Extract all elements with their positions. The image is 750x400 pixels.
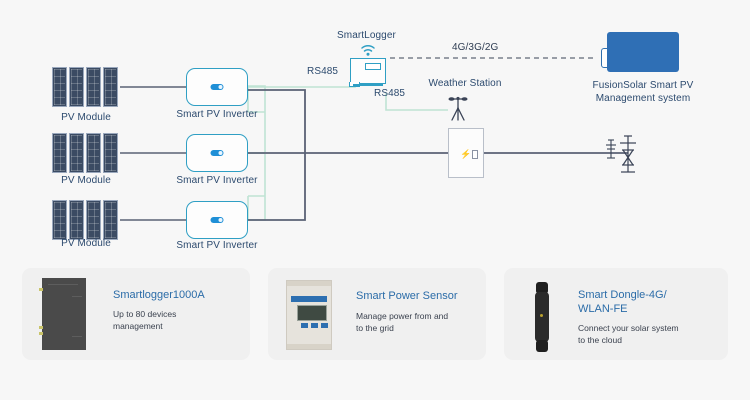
card-title-smartlogger: Smartlogger1000A xyxy=(113,289,205,301)
power-sensor-box[interactable]: ⚡ xyxy=(448,128,484,178)
card-desc-power-sensor-1: Manage power from and xyxy=(356,311,449,321)
sensor-port-icon xyxy=(472,150,478,159)
ac-collection-bus xyxy=(248,89,306,221)
card-title-dongle-1: Smart Dongle-4G/ xyxy=(578,289,667,301)
rs485-label-inverter: RS485 xyxy=(307,66,339,77)
pv-panel xyxy=(52,67,67,107)
pv-panel xyxy=(69,67,84,107)
inverter-indicator-icon xyxy=(210,84,224,90)
smart-pv-inverter-3[interactable] xyxy=(186,201,248,239)
pv-module-row-2 xyxy=(52,133,118,173)
pv-panel xyxy=(103,133,118,173)
card-title-dongle-2: WLAN-FE xyxy=(578,303,628,315)
wireless-label: 4G/3G/2G xyxy=(452,42,499,53)
card-desc-smartlogger-1: Up to 80 devices xyxy=(113,309,177,319)
smart-dongle-product-image xyxy=(534,280,550,354)
rs485-label-weather: RS485 xyxy=(374,88,406,99)
wifi-icon xyxy=(361,44,375,56)
power-sensor-product-image xyxy=(286,280,332,350)
pv-panel xyxy=(86,67,101,107)
transmission-tower-small xyxy=(606,139,616,159)
transmission-tower-large xyxy=(620,135,636,173)
smartlogger-base-bar xyxy=(353,84,383,86)
card-desc-smartlogger-2: management xyxy=(113,321,163,331)
cloud-label-line1: FusionSolar Smart PV xyxy=(592,80,694,91)
pv-panel xyxy=(69,200,84,240)
card-desc-dongle-1: Connect your solar system xyxy=(578,323,679,333)
pv-module-row-1 xyxy=(52,67,118,107)
pv-panel xyxy=(103,200,118,240)
inverter-label-2: Smart PV Inverter xyxy=(176,175,258,186)
inverter-indicator-icon xyxy=(210,217,224,223)
pv-module-label-1: PV Module xyxy=(61,112,111,123)
rs485-logger-to-weather xyxy=(385,93,448,111)
inverter-indicator-icon xyxy=(210,150,224,156)
rs485-branch-inverter1 xyxy=(248,85,266,152)
rs485-branch-inverter3 xyxy=(248,154,266,221)
card-title-power-sensor: Smart Power Sensor xyxy=(356,290,458,302)
pv-panel xyxy=(52,133,67,173)
card-desc-power-sensor-2: to the grid xyxy=(356,323,394,333)
smartlogger-product-image xyxy=(39,278,86,350)
pv-module-row-3 xyxy=(52,200,118,240)
lightning-bolt-icon: ⚡ xyxy=(460,149,472,159)
pv-module-label-3: PV Module xyxy=(61,238,111,249)
smartlogger-label: SmartLogger xyxy=(337,30,396,41)
pv-panel xyxy=(103,67,118,107)
pv-panel xyxy=(86,133,101,173)
smartlogger-slot-icon xyxy=(365,63,381,70)
pv-panel xyxy=(86,200,101,240)
cloud-label-line2: Management system xyxy=(595,93,691,104)
pv-module-label-2: PV Module xyxy=(61,175,111,186)
card-desc-dongle-2: to the cloud xyxy=(578,335,622,345)
inverter-label-1: Smart PV Inverter xyxy=(176,109,258,120)
smart-pv-inverter-2[interactable] xyxy=(186,134,248,172)
weather-station-icon xyxy=(448,96,468,121)
fusionsolar-cloud-panel[interactable] xyxy=(607,32,679,72)
weather-station-label: Weather Station xyxy=(428,78,502,89)
pv-panel xyxy=(52,200,67,240)
inverter-label-3: Smart PV Inverter xyxy=(176,240,258,251)
smart-pv-inverter-1[interactable] xyxy=(186,68,248,106)
smartlogger-device[interactable] xyxy=(349,58,386,87)
pv-panel xyxy=(69,133,84,173)
